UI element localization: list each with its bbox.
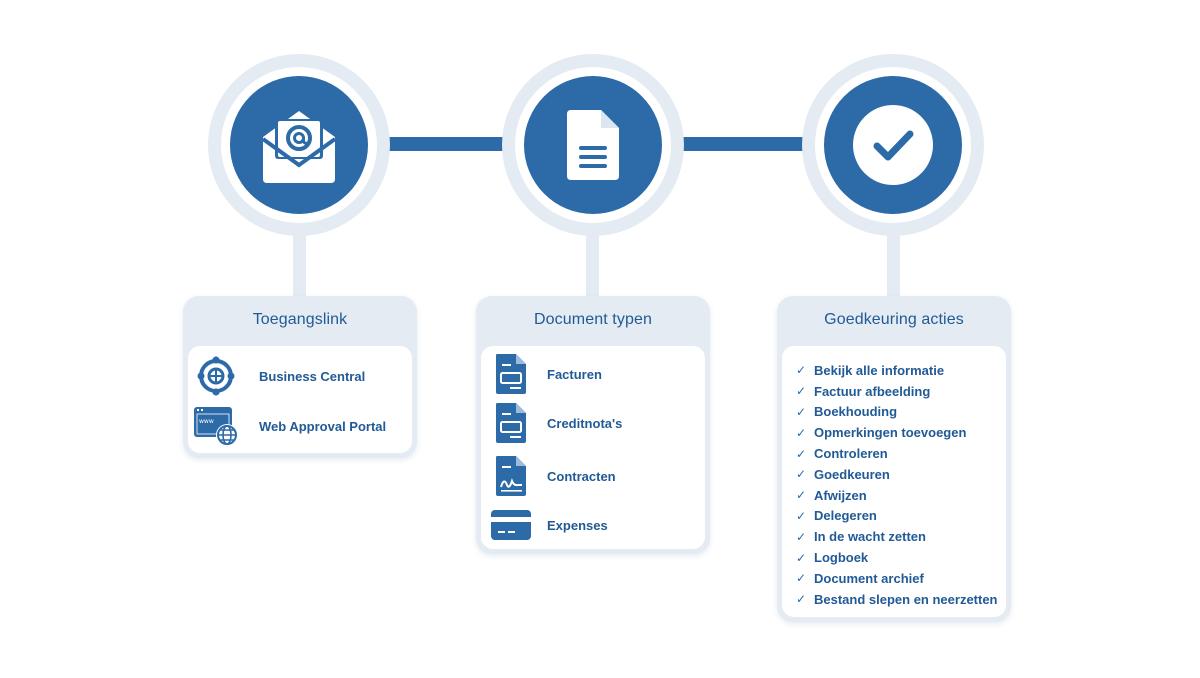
check-icon: ✓ [796,508,807,523]
list-item-label: Business Central [259,368,366,384]
list-item: ✓Document archief [796,570,924,586]
card-body: ✓Bekijk alle informatie ✓Factuur afbeeld… [782,346,1006,617]
invoice-document-icon [487,353,535,395]
email-at-icon [257,103,341,187]
connector-2-3 [658,137,828,151]
stem-3 [887,228,900,296]
check-icon: ✓ [796,592,807,607]
list-item: ✓Controleren [796,446,888,462]
check-icon: ✓ [796,425,807,440]
list-item: ✓Factuur afbeelding [796,383,931,399]
connector-1-2 [366,137,530,151]
list-item: ✓In de wacht zetten [796,529,926,545]
step-2-circle [524,76,662,214]
card-title: Document typen [534,311,652,328]
svg-text:www: www [199,418,214,425]
list-item: ✓Afwijzen [796,487,867,503]
list-item: ✓Logboek [796,550,869,566]
card-toegangslink: Toegangslink Business Central [183,296,417,458]
check-icon: ✓ [796,404,807,419]
card-body: Facturen Creditnota's [481,346,705,549]
stem-1 [293,228,306,296]
check-icon: ✓ [796,446,807,461]
check-icon: ✓ [796,550,807,565]
list-item-label: Facturen [547,366,602,382]
list-item-label: Web Approval Portal [259,418,387,434]
approval-actions-list: ✓Bekijk alle informatie ✓Factuur afbeeld… [796,360,998,610]
list-item: ✓Delegeren [796,508,877,524]
check-icon: ✓ [796,467,807,482]
card-title: Goedkeuring acties [824,311,964,328]
card-goedkeuring-acties: Goedkeuring acties ✓Bekijk alle informat… [777,296,1011,622]
check-icon: ✓ [796,488,807,503]
list-item: ✓Bekijk alle informatie [796,362,945,378]
list-item: ✓Bestand slepen en neerzetten [796,591,998,607]
step-3-circle [824,76,962,214]
document-icon [563,108,623,182]
contract-document-icon [487,455,535,497]
list-item[interactable]: Creditnota's [487,402,622,444]
check-icon: ✓ [796,384,807,399]
list-item[interactable]: www Web Approval Portal [192,405,386,447]
credit-note-document-icon [487,402,535,444]
list-item: ✓Goedkeuren [796,466,890,482]
list-item[interactable]: Business Central [192,355,365,397]
list-item-label: Creditnota's [547,415,623,431]
checkmark-icon [853,105,933,185]
check-icon: ✓ [796,571,807,586]
card-title: Toegangslink [252,311,348,328]
check-icon: ✓ [796,363,807,378]
step-1-circle [230,76,368,214]
list-item[interactable]: Expenses [487,504,608,546]
business-central-icon [192,355,240,397]
list-item-label: Contracten [547,468,616,484]
credit-card-icon [487,504,535,546]
list-item[interactable]: Contracten [487,455,616,497]
card-body: Business Central www W [188,346,412,453]
check-icon: ✓ [796,529,807,544]
list-item: ✓Boekhouding [796,404,898,420]
card-document-typen: Document typen Facturen [476,296,710,554]
list-item-label: Expenses [547,517,608,533]
web-portal-globe-icon: www [192,405,240,447]
list-item: ✓Opmerkingen toevoegen [796,425,967,441]
stem-2 [586,228,599,296]
list-item[interactable]: Facturen [487,353,602,395]
